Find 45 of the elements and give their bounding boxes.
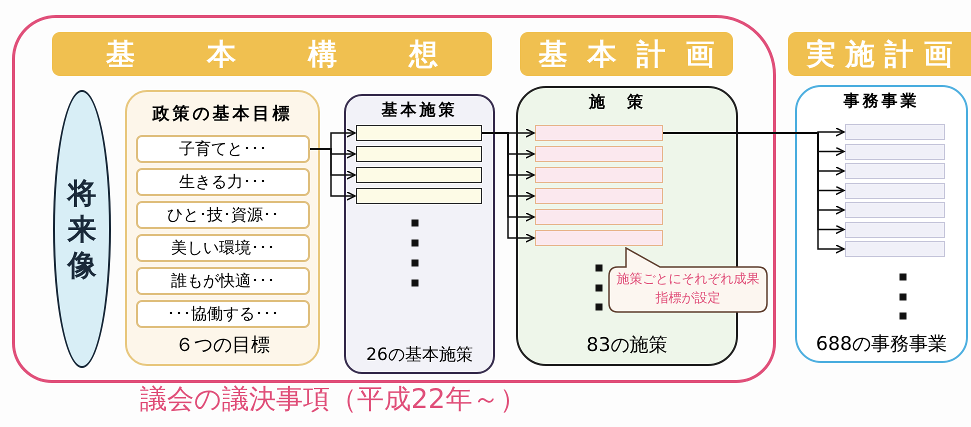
empty-bar <box>535 209 663 225</box>
band-title: 基本計画 <box>538 36 736 73</box>
panel-heading: 施策 <box>588 92 666 113</box>
panel-heading: 政策の基本目標 <box>151 103 294 125</box>
goal-item: ･･･協働する･･･ <box>136 300 310 328</box>
goal-item: ひと･技･資源･･ <box>136 201 310 229</box>
title-band <box>788 32 971 76</box>
callout-tooltip: 施策ごとにそれぞれ成果指標が設定 <box>608 247 768 313</box>
count-label: 26の基本施策 <box>365 344 474 366</box>
count-label: ６つの目標 <box>174 333 271 358</box>
empty-bar <box>845 124 945 140</box>
empty-bar <box>845 222 945 238</box>
empty-bar <box>356 146 482 162</box>
panel-heading: 基本施策 <box>380 100 458 121</box>
policy-panel <box>344 94 495 374</box>
empty-bar <box>535 188 663 204</box>
band-title: 基本構想 <box>105 36 511 73</box>
project-panel <box>795 85 968 363</box>
empty-bar <box>356 167 482 183</box>
empty-bar <box>845 163 945 179</box>
empty-bar <box>845 182 945 198</box>
empty-bar <box>845 202 945 218</box>
goal-item: 美しい環境･･･ <box>136 234 310 262</box>
count-label: 688の事務事業 <box>814 332 948 357</box>
arrow <box>310 148 356 201</box>
count-label: 83の施策 <box>585 333 669 358</box>
empty-bar <box>535 167 663 183</box>
rounded-frame <box>12 15 776 383</box>
goal-item: 生きる力･･･ <box>136 168 310 196</box>
goal-panel <box>125 90 320 366</box>
title-band <box>52 32 492 76</box>
title-band <box>520 32 733 76</box>
band-title: 実施計画 <box>806 36 964 73</box>
empty-bar <box>535 230 663 246</box>
goal-item: 子育てと･･･ <box>136 135 310 163</box>
caption-text: 議会の議決事項（平成22年～） <box>140 385 526 415</box>
empty-bar <box>356 125 482 141</box>
empty-bar <box>535 125 663 141</box>
empty-bar <box>845 144 945 160</box>
empty-bar <box>535 146 663 162</box>
panel-heading: 事務事業 <box>842 91 920 112</box>
oval: 将来像 <box>53 90 111 368</box>
empty-bar <box>845 241 945 257</box>
goal-item: 誰もが快適･･･ <box>136 267 310 295</box>
empty-bar <box>356 188 482 204</box>
